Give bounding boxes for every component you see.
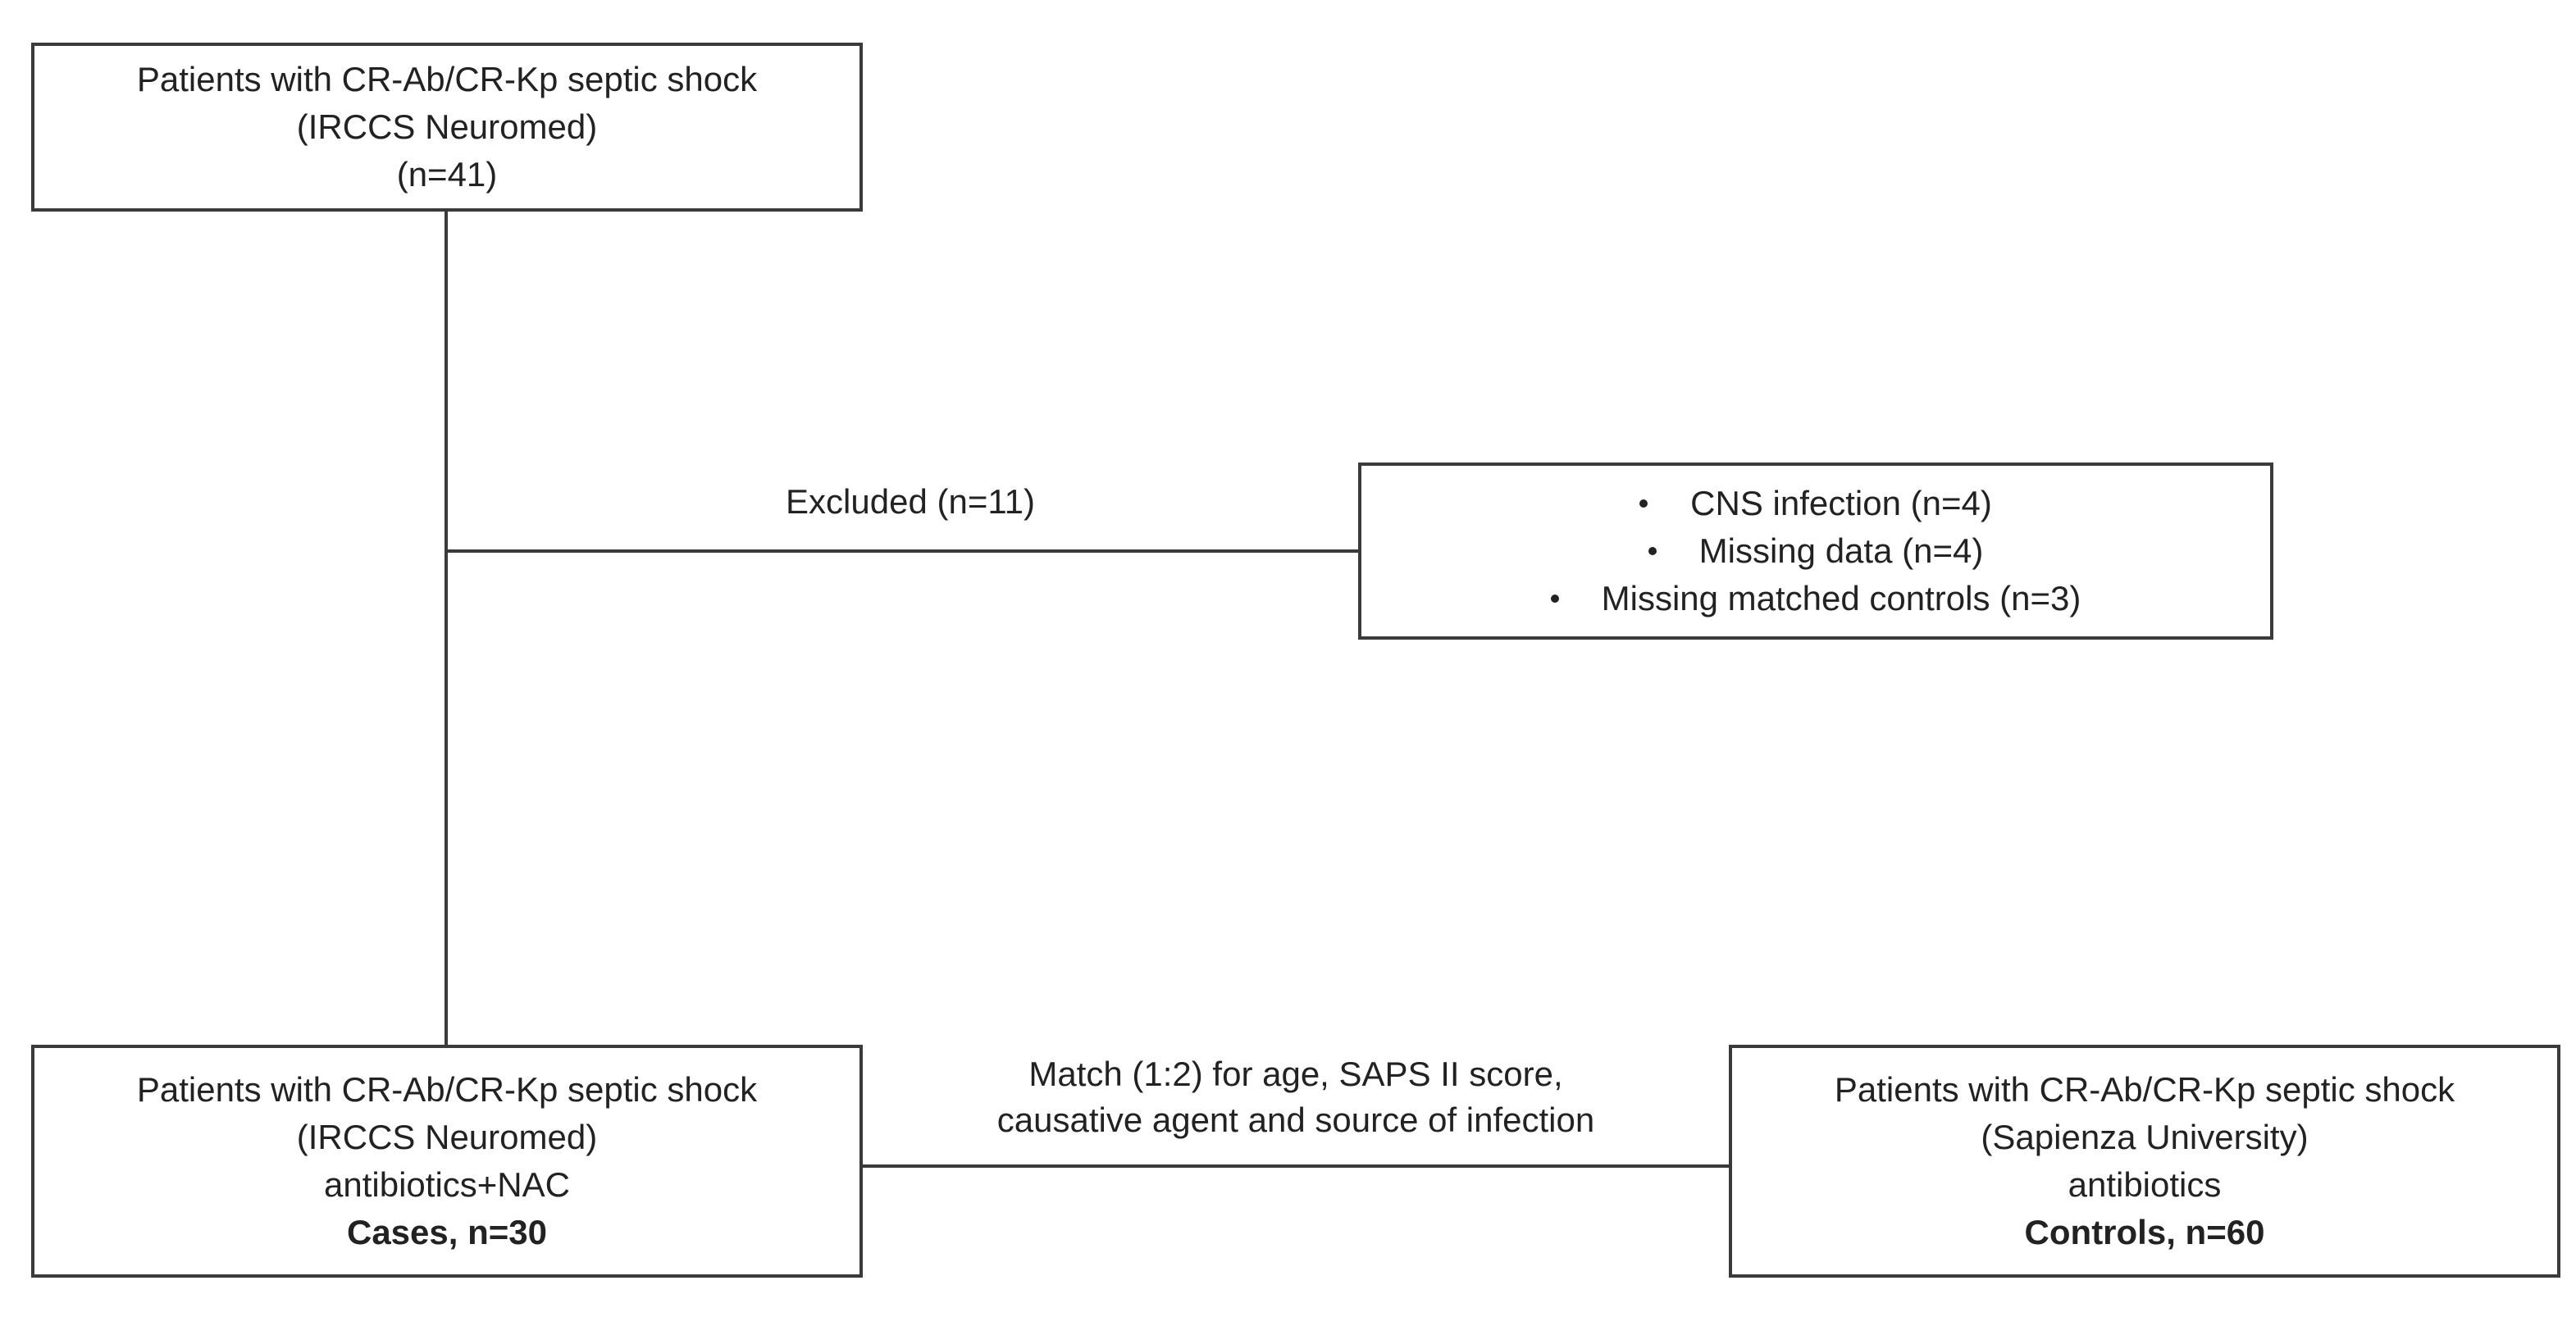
cases-box-line-2: (IRCCS Neuromed)	[296, 1118, 598, 1156]
match-criteria-line-1: Match (1:2) for age, SAPS II score,	[1028, 1055, 1563, 1093]
top-box-line-1: Patients with CR-Ab/CR-Kp septic shock	[136, 60, 758, 98]
exclusion-item: Missing data (n=4)	[1551, 527, 2081, 575]
exclusion-item-text: CNS infection (n=4)	[1690, 484, 1992, 522]
exclusion-box: CNS infection (n=4) Missing data (n=4) M…	[1358, 463, 2273, 640]
exclusion-connector-line	[446, 549, 1361, 553]
bullet-icon	[1648, 547, 1657, 555]
exclusion-item: Missing matched controls (n=3)	[1550, 575, 2081, 622]
cases-box: Patients with CR-Ab/CR-Kp septic shock (…	[31, 1045, 863, 1278]
controls-box-line-2: (Sapienza University)	[1981, 1118, 2309, 1156]
top-patients-box: Patients with CR-Ab/CR-Kp septic shock (…	[31, 43, 863, 212]
cases-box-line-3: antibiotics+NAC	[324, 1165, 570, 1204]
match-connector-line	[859, 1164, 1732, 1168]
exclusion-item-text: Missing data (n=4)	[1698, 531, 1984, 570]
exclusion-item: CNS infection (n=4)	[1551, 480, 2081, 527]
exclusion-item-text: Missing matched controls (n=3)	[1601, 579, 2081, 617]
bullet-icon	[1550, 595, 1559, 603]
match-criteria-line-2: causative agent and source of infection	[996, 1101, 1595, 1139]
top-box-line-3: (n=41)	[396, 155, 498, 194]
bullet-icon	[1639, 499, 1648, 508]
exclusion-list: CNS infection (n=4) Missing data (n=4) M…	[1550, 480, 2081, 622]
match-criteria-label: Match (1:2) for age, SAPS II score, caus…	[902, 1051, 1689, 1143]
controls-box-line-3: antibiotics	[2068, 1165, 2222, 1204]
cases-box-line-1: Patients with CR-Ab/CR-Kp septic shock	[136, 1070, 758, 1109]
top-box-line-2: (IRCCS Neuromed)	[296, 107, 598, 146]
controls-box: Patients with CR-Ab/CR-Kp septic shock (…	[1729, 1045, 2560, 1278]
cases-count: Cases, n=30	[346, 1213, 547, 1251]
controls-count: Controls, n=60	[2024, 1213, 2265, 1251]
controls-box-line-1: Patients with CR-Ab/CR-Kp septic shock	[1834, 1070, 2455, 1109]
vertical-connector-line	[445, 208, 448, 1048]
excluded-label: Excluded (n=11)	[786, 482, 1035, 521]
